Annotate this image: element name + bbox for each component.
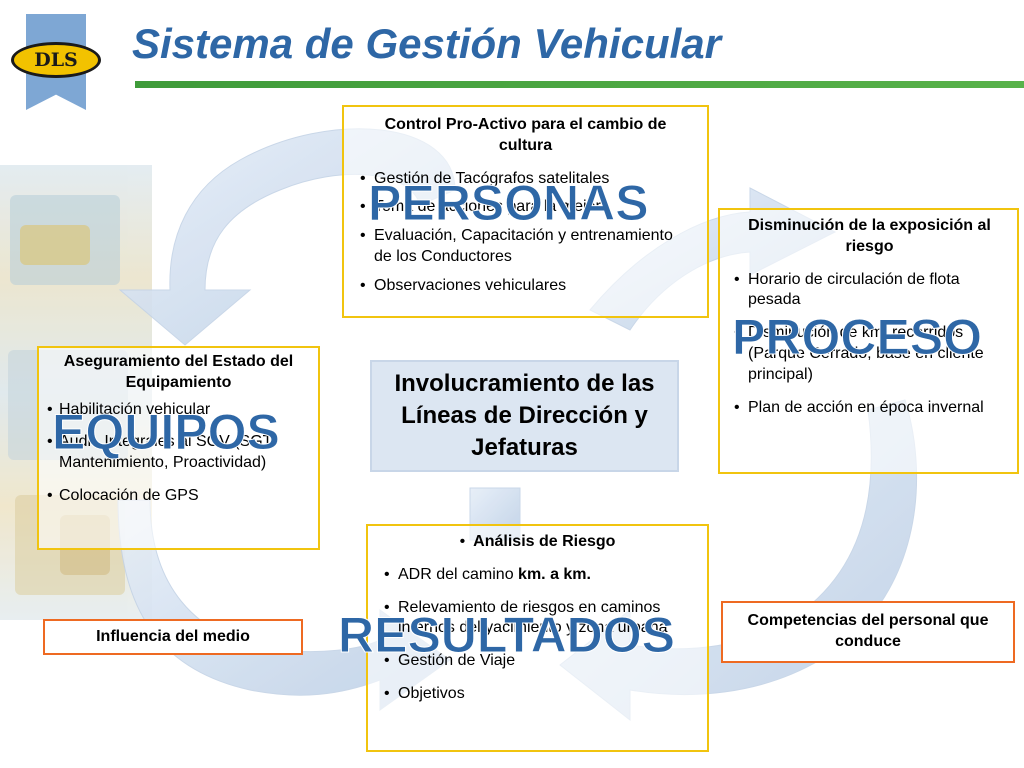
center-box: Involucramiento de las Líneas de Direcci… — [370, 360, 679, 472]
personas-box: Control Pro-Activo para el cambio de cul… — [342, 105, 709, 318]
list-item: Plan de acción en época invernal — [730, 398, 1009, 419]
logo-badge: DLS — [11, 42, 101, 78]
personas-title: Control Pro-Activo para el cambio de cul… — [384, 116, 667, 154]
list-item: Audit. Integrales al SGV (SGT, Mantenimi… — [45, 432, 312, 474]
resultados-list: Análisis de Riesgo ADR del camino km. a … — [380, 532, 695, 705]
list-item: Evaluación, Capacitación y entrenamiento… — [356, 226, 695, 268]
resultados-box: Análisis de Riesgo ADR del camino km. a … — [366, 524, 709, 752]
item-text: ADR del camino — [398, 565, 519, 583]
item-bold: km. a km. — [518, 565, 591, 583]
item-text: Relevamiento de riesgos en caminos inter… — [398, 598, 668, 637]
personas-label: PERSONAS — [368, 175, 650, 231]
proceso-label: PROCESO — [731, 309, 983, 365]
list-item: Análisis de Riesgo — [380, 532, 695, 553]
list-item: Disminución de km. recorridos (Parque Ce… — [730, 323, 1009, 385]
proceso-box: Disminución de la exposición al riesgo H… — [718, 208, 1019, 474]
resultados-label: RESULTADOS — [337, 607, 676, 663]
influencia-box: Influencia del medio — [43, 619, 303, 655]
list-item: Gestión de Viaje — [380, 651, 695, 672]
list-item: Relevamiento de riesgos en caminos inter… — [380, 598, 695, 640]
center-text: Involucramiento de las Líneas de Direcci… — [394, 370, 655, 461]
title-divider — [135, 81, 1024, 88]
proceso-title: Disminución de la exposición al riesgo — [748, 217, 991, 255]
equipos-label: EQUIPOS — [52, 404, 281, 460]
list-item: Objetivos — [380, 684, 695, 705]
logo: DLS — [0, 0, 112, 126]
equipos-box: Aseguramiento del Estado del Equipamient… — [37, 346, 320, 550]
competencias-box: Competencias del personal que conduce — [721, 601, 1015, 663]
list-item: Gestión de Tacógrafos satelitales — [356, 169, 695, 190]
equipos-title: Aseguramiento del Estado del Equipamient… — [63, 353, 294, 391]
list-item: Toma de acciones para la mejora — [356, 197, 695, 218]
personas-list: Gestión de Tacógrafos satelitales Toma d… — [356, 169, 695, 297]
list-item: Colocación de GPS — [45, 486, 312, 507]
item-text: Objetivos — [398, 684, 465, 702]
proceso-list: Horario de circulación de flota pesada D… — [730, 270, 1009, 419]
page-title: Sistema de Gestión Vehicular — [132, 20, 721, 67]
list-item: ADR del camino km. a km. — [380, 565, 695, 586]
item-text: Gestión de Viaje — [398, 652, 516, 670]
item-text: Análisis de Riesgo — [473, 533, 616, 550]
list-item: Horario de circulación de flota pesada — [730, 270, 1009, 312]
list-item: Habilitación vehicular — [45, 400, 312, 421]
equipos-list: Habilitación vehicular Audit. Integrales… — [45, 400, 312, 507]
list-item: Observaciones vehiculares — [356, 276, 695, 297]
